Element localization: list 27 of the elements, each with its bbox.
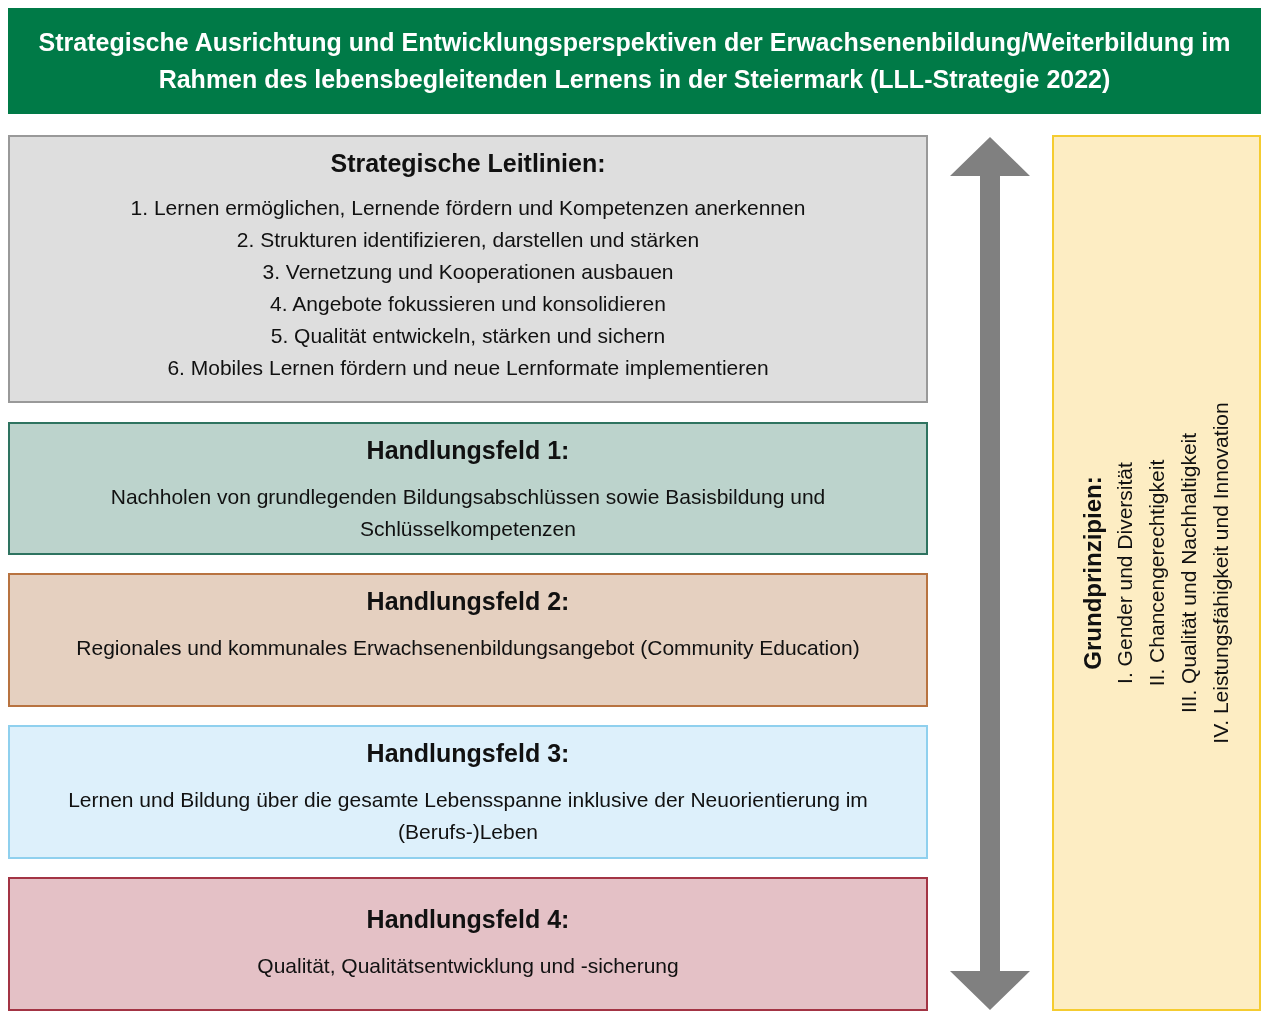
box-heading: Grundprinzipien: bbox=[1077, 476, 1107, 670]
list-item: 4. Angebote fokussieren und konsolidieren bbox=[270, 291, 666, 317]
field-box bbox=[8, 725, 928, 859]
list-item: II. Chancengerechtigkeit bbox=[1143, 459, 1169, 687]
guidelines-box bbox=[8, 135, 928, 403]
description-text: Qualität, Qualitätsentwicklung und -sicherung bbox=[257, 953, 679, 979]
field-box bbox=[8, 422, 928, 555]
list-item: III. Qualität und Nachhaltigkeit bbox=[1175, 432, 1201, 714]
list-item: IV. Leistungsfähigkeit und Innovation bbox=[1207, 402, 1233, 744]
box-heading: Handlungsfeld 1: bbox=[366, 436, 570, 465]
box-heading: Handlungsfeld 4: bbox=[366, 905, 570, 934]
list-item: 5. Qualität entwickeln, stärken und sichern bbox=[270, 323, 666, 349]
list-item: I. Gender und Diversität bbox=[1111, 462, 1137, 684]
list-item: 6. Mobiles Lernen fördern und neue Lernformate implementieren bbox=[167, 355, 769, 381]
principles-panel bbox=[1052, 135, 1261, 1011]
field-box bbox=[8, 877, 928, 1011]
description-text: Regionales und kommunales Erwachsenenbildungsangebot (Community Education) bbox=[76, 635, 860, 661]
list-item: 1. Lernen ermöglichen, Lernende fördern und Kompetenzen anerkennen bbox=[130, 195, 806, 221]
list-item: 3. Vernetzung und Kooperationen ausbauen bbox=[262, 259, 674, 285]
description-text: Lernen und Bildung über die gesamte Lebensspanne inklusive der Neuorientierung im (Berufs-)Leben bbox=[68, 787, 868, 845]
description-text: Nachholen von grundlegenden Bildungsabschlüssen sowie Basisbildung und Schlüsselkompetenzen bbox=[109, 484, 827, 542]
box-heading: Strategische Leitlinien: bbox=[330, 149, 606, 178]
list-item: 2. Strukturen identifizieren, darstellen und stärken bbox=[236, 227, 700, 253]
title-banner: Strategische Ausrichtung und Entwicklungsperspektiven der Erwachsenenbildung/Weiterbildung im Rahmen des lebensbegleitenden Lernens in der Steiermark (LLL-Strategie 2022) bbox=[8, 8, 1261, 114]
box-heading: Handlungsfeld 2: bbox=[366, 587, 570, 616]
field-box bbox=[8, 573, 928, 707]
box-heading: Handlungsfeld 3: bbox=[366, 739, 570, 768]
